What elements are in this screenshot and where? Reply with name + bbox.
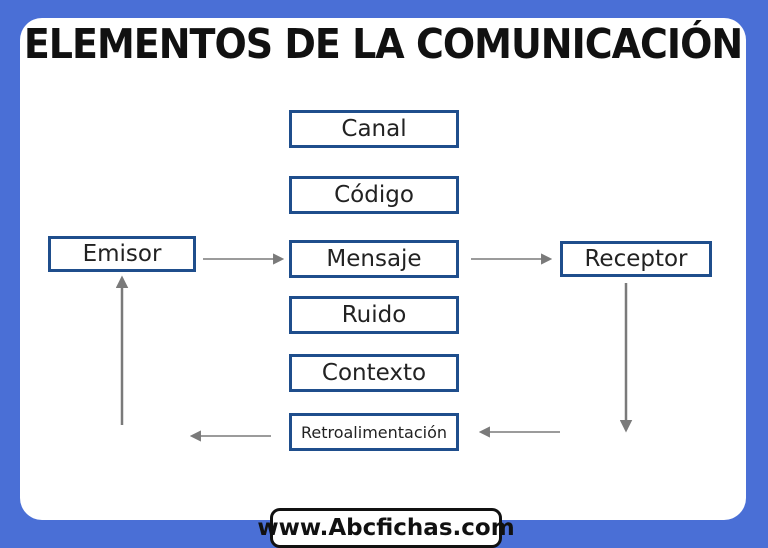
footer-website: www.Abcfichas.com: [257, 508, 515, 548]
node-retroalimentacion: Retroalimentación: [289, 413, 459, 451]
node-canal: Canal: [289, 110, 459, 148]
node-contexto: Contexto: [289, 354, 459, 392]
node-receptor: Receptor: [560, 241, 712, 277]
node-emisor: Emisor: [48, 236, 196, 272]
node-mensaje: Mensaje: [289, 240, 459, 278]
node-codigo: Código: [289, 176, 459, 214]
page-title: ELEMENTOS DE LA COMUNICACIÓN: [23, 20, 743, 68]
node-ruido: Ruido: [289, 296, 459, 334]
